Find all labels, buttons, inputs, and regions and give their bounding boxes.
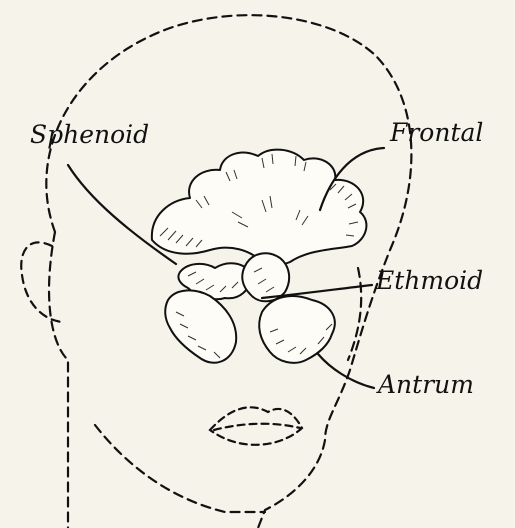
- antrum-leader: [318, 354, 374, 388]
- head-outline-left: [49, 232, 68, 528]
- ethmoid-sinus: [242, 253, 289, 301]
- lips-line: [214, 424, 300, 430]
- label-antrum: Antrum: [378, 372, 474, 397]
- label-ethmoid: Ethmoid: [376, 268, 483, 293]
- antrum-right: [259, 296, 335, 363]
- jaw-outline: [95, 425, 265, 512]
- label-frontal: Frontal: [390, 120, 483, 145]
- antrum-left: [165, 290, 236, 362]
- cheek-outline: [348, 268, 361, 360]
- label-sphenoid: Sphenoid: [30, 122, 149, 147]
- frontal-sinus: [152, 150, 367, 266]
- ear-outline: [21, 242, 62, 322]
